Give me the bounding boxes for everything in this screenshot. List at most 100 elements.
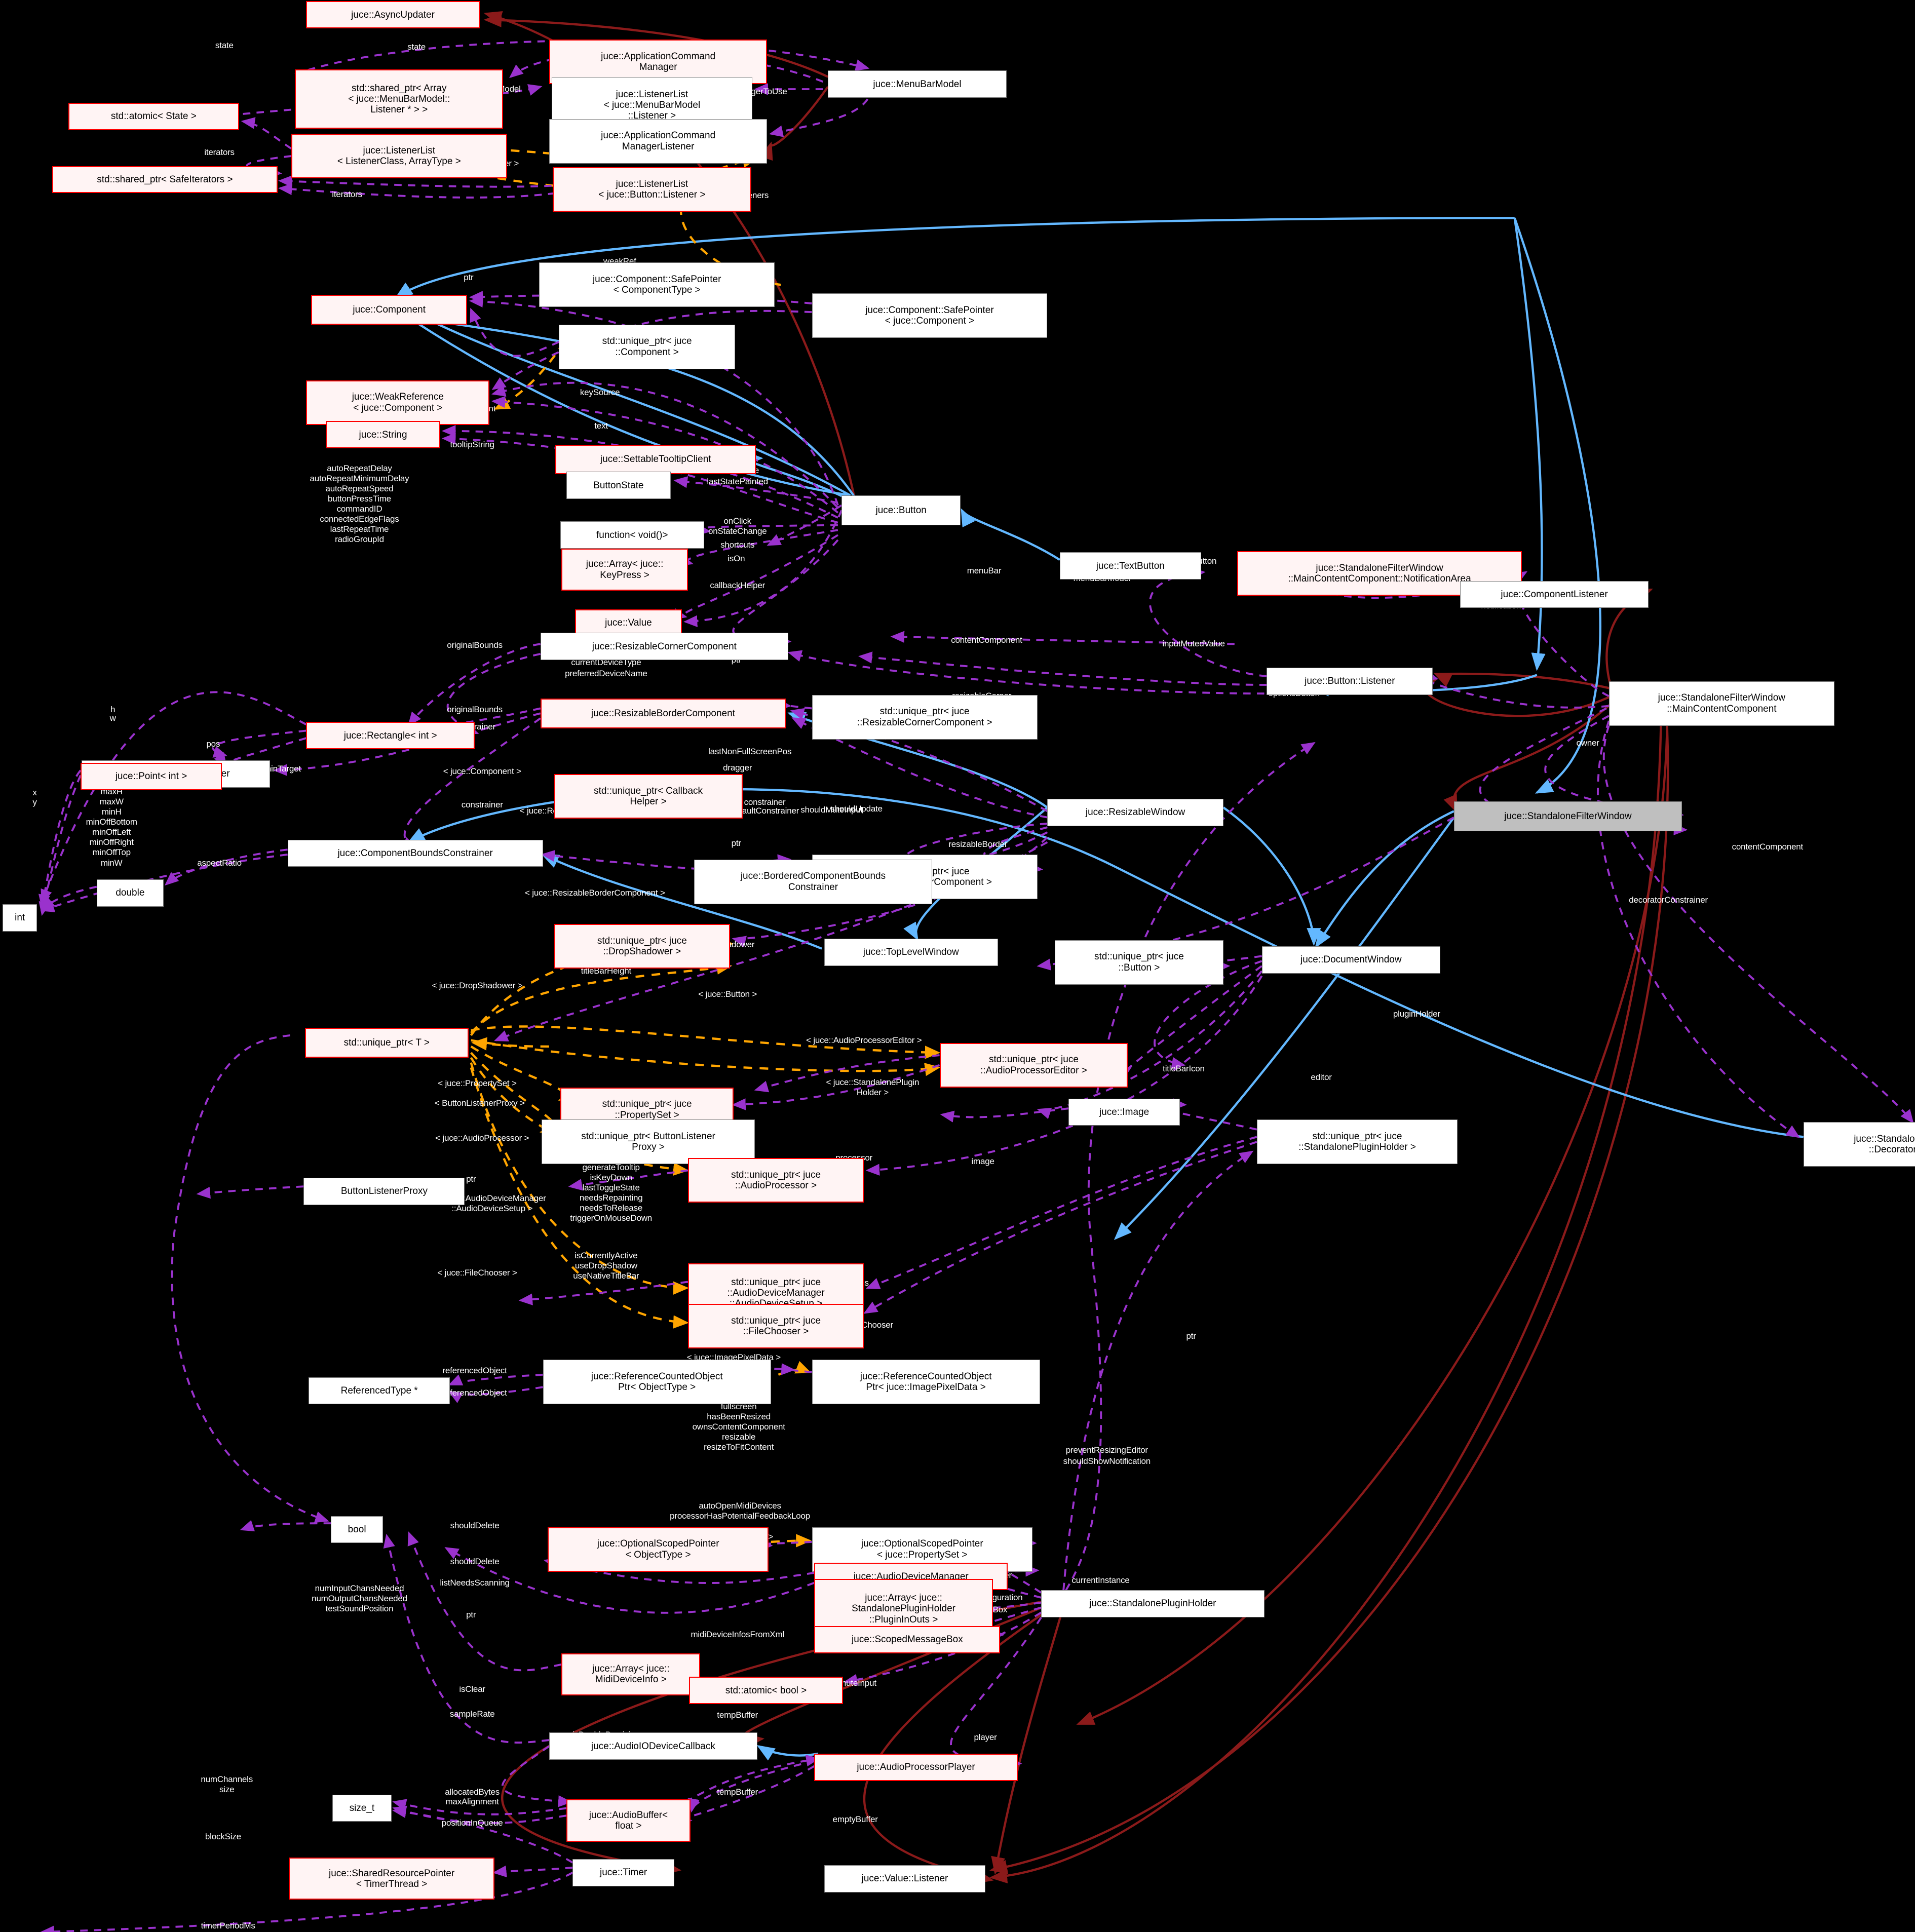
class-node-compSafePointerC[interactable]: juce::Component::SafePointer < juce::Com… [812,293,1048,338]
edge-label: referencedObject [442,1388,507,1398]
edge-label: text [594,421,608,431]
class-node-referencedType[interactable]: ReferencedType * [309,1377,450,1405]
edge-label: < juce::PropertySet > [438,1078,517,1089]
class-node-rectangleInt[interactable]: juce::Rectangle< int > [306,722,475,750]
class-node-sharedPtrArrayMBML[interactable]: std::shared_ptr< Array < juce::MenuBarMo… [295,69,504,129]
class-node-audioProcessorPlayer[interactable]: juce::AudioProcessorPlayer [814,1753,1018,1781]
edge-label: < juce::AudioProcessor > [435,1133,529,1143]
class-node-documentWindow[interactable]: juce::DocumentWindow [1261,946,1440,974]
class-node-appCommandManagerListener[interactable]: juce::ApplicationCommand ManagerListener [549,119,768,164]
class-node-uniquePtrResizableCorner[interactable]: std::unique_ptr< juce ::ResizableCornerC… [812,694,1038,740]
class-node-listenerListLC[interactable]: juce::ListenerList < ListenerClass, Arra… [291,134,507,179]
class-node-sharedPtrSafeIterators[interactable]: std::shared_ptr< SafeIterators > [52,166,278,194]
class-node-timer[interactable]: juce::Timer [572,1859,674,1886]
edge-label: w [109,713,116,723]
edge-label: iterators [204,147,235,157]
class-node-sharedResourcePointerTT[interactable]: juce::SharedResourcePointer < TimerThrea… [289,1858,495,1900]
edge-label: lastStatePainted [707,477,769,487]
edge-label: preventResizingEditor [1065,1445,1148,1455]
class-node-uniquePtrButton[interactable]: std::unique_ptr< juce ::Button > [1055,940,1223,985]
class-node-uniquePtrT[interactable]: std::unique_ptr< T > [304,1028,469,1058]
class-node-standaloneFilterWindow[interactable]: juce::StandaloneFilterWindow [1453,801,1682,831]
edge-label: emptyBuffer [832,1814,878,1824]
class-node-string[interactable]: juce::String [326,421,440,449]
class-node-bool[interactable]: bool [331,1516,383,1543]
edge-label: timerPeriodMs [201,1920,255,1930]
class-node-uniquePtrComponent[interactable]: std::unique_ptr< juce ::Component > [559,324,735,369]
edge-label: listNeedsScanning [440,1577,510,1588]
class-node-resizableBorderComponent[interactable]: juce::ResizableBorderComponent [540,698,786,728]
class-node-arrayKeyPress[interactable]: juce::Array< juce:: KeyPress > [561,549,688,591]
class-node-audioBufferFloat[interactable]: juce::AudioBuffer< float > [566,1799,691,1842]
class-node-button[interactable]: juce::Button [841,495,961,525]
class-node-componentBoundsConstrainer[interactable]: juce::ComponentBoundsConstrainer [287,839,543,867]
edge-label: ptr [466,1174,476,1184]
class-node-optionalScopedPointerOT[interactable]: juce::OptionalScopedPointer < ObjectType… [548,1527,769,1572]
edge-label: currentInstance [1071,1575,1130,1585]
edge-label: referencedObject [442,1366,507,1376]
class-node-standalonePluginHolder[interactable]: juce::StandalonePluginHolder [1041,1590,1265,1617]
class-node-weakRefComponent[interactable]: juce::WeakReference < juce::Component > [306,380,490,425]
edge-label: < juce::ImagePixelData > [686,1352,781,1362]
class-node-topLevelWindow[interactable]: juce::TopLevelWindow [824,939,998,966]
class-node-audioIODeviceCallback[interactable]: juce::AudioIODeviceCallback [549,1732,757,1760]
class-node-settableTooltipClient[interactable]: juce::SettableTooltipClient [555,444,756,475]
class-node-functionVoid[interactable]: function< void()> [560,521,704,549]
class-node-uniquePtrButtonListenerProxy[interactable]: std::unique_ptr< ButtonListener Proxy > [542,1119,755,1165]
class-node-menuBarModel[interactable]: juce::MenuBarModel [828,70,1007,98]
class-node-resizableWindow[interactable]: juce::ResizableWindow [1047,798,1223,826]
class-node-compSafePointerCT[interactable]: juce::Component::SafePointer < Component… [539,262,775,307]
edge-label: muteInput [839,1678,876,1688]
class-node-buttonState[interactable]: ButtonState [566,472,671,499]
class-node-atomicBool[interactable]: std::atomic< bool > [689,1677,843,1705]
class-node-uniquePtrAudioProcessorEditor[interactable]: std::unique_ptr< juce ::AudioProcessorEd… [939,1042,1128,1088]
edge-label: tempBuffer [717,1787,758,1797]
class-node-uniquePtrCallbackHelper[interactable]: std::unique_ptr< Callback Helper > [554,774,743,819]
edge-label: x [32,787,37,797]
class-node-borderedComponentBoundsConstrainer[interactable]: juce::BorderedComponentBounds Constraine… [694,859,932,904]
class-node-arrayMidiDeviceInfo[interactable]: juce::Array< juce:: MidiDeviceInfo > [561,1653,701,1696]
class-node-componentListener[interactable]: juce::ComponentListener [1460,581,1649,608]
edge-label: allocatedBytes [445,1787,500,1797]
edge-label: contentComponent [951,635,1022,645]
edge-label: onStateChange [708,526,767,536]
class-node-buttonListener[interactable]: juce::Button::Listener [1267,667,1433,695]
class-node-listenerListBL[interactable]: juce::ListenerList < juce::Button::Liste… [553,167,751,212]
class-node-valueListener[interactable]: juce::Value::Listener [824,1865,986,1892]
edge-label: size [219,1784,235,1794]
class-node-sfwMainContentComponent[interactable]: juce::StandaloneFilterWindow ::MainConte… [1608,681,1834,726]
class-node-image[interactable]: juce::Image [1068,1098,1180,1126]
edge-label: < juce::AudioProcessorEditor > [806,1035,922,1045]
class-node-uniquePtrFileChooser[interactable]: std::unique_ptr< juce ::FileChooser > [687,1304,864,1349]
edge-label: tempBuffer [717,1710,758,1720]
class-node-pointInt[interactable]: juce::Point< int > [81,763,222,790]
class-node-double[interactable]: double [96,879,164,907]
edge-label: aspectRatio [197,858,242,868]
edge-label: menuBar [967,566,1002,576]
edge-label: lastNonFullScreenPos [708,747,792,757]
class-node-uniquePtrAudioProcessor[interactable]: std::unique_ptr< juce ::AudioProcessor > [687,1157,864,1203]
class-node-sizeT[interactable]: size_t [332,1794,392,1822]
edge-label: callbackHelper [710,581,765,591]
edge-label: onClick [723,516,752,526]
edge-label: decoratorConstrainer [1629,895,1708,905]
edge-label: tooltipString [450,439,494,449]
class-node-uniquePtrDropShadower[interactable]: std::unique_ptr< juce ::DropShadower > [554,923,731,969]
edge-label: < juce::StandalonePlugin Holder > [826,1077,920,1097]
class-node-scopedMessageBox[interactable]: juce::ScopedMessageBox [814,1626,1001,1653]
class-node-sfwDecoratorConstrainer[interactable]: juce::StandaloneFilterWindow ::Decorator… [1803,1122,1915,1167]
edge-label: player [974,1732,997,1743]
class-node-refCountedObjectPtrOT[interactable]: juce::ReferenceCountedObject Ptr< Object… [543,1360,771,1405]
class-node-refCountedObjectPtrIPD[interactable]: juce::ReferenceCountedObject Ptr< juce::… [812,1360,1040,1405]
edge-label: contentComponent [1732,842,1804,852]
class-node-textButton[interactable]: juce::TextButton [1059,552,1201,580]
class-node-component[interactable]: juce::Component [311,294,468,325]
edge-label: isClear [459,1684,485,1694]
class-node-uniquePtrStandalonePluginHolder[interactable]: std::unique_ptr< juce ::StandalonePlugin… [1256,1119,1458,1165]
class-node-asyncUpdater[interactable]: juce::AsyncUpdater [306,1,480,29]
class-node-resizableCornerComponent[interactable]: juce::ResizableCornerComponent [540,633,789,661]
class-node-atomicState[interactable]: std::atomic< State > [68,102,240,130]
class-node-buttonListenerProxy[interactable]: ButtonListenerProxy [303,1178,465,1205]
edge-label: autoOpenMidiDevices [699,1500,781,1511]
class-node-int[interactable]: int [2,904,37,932]
